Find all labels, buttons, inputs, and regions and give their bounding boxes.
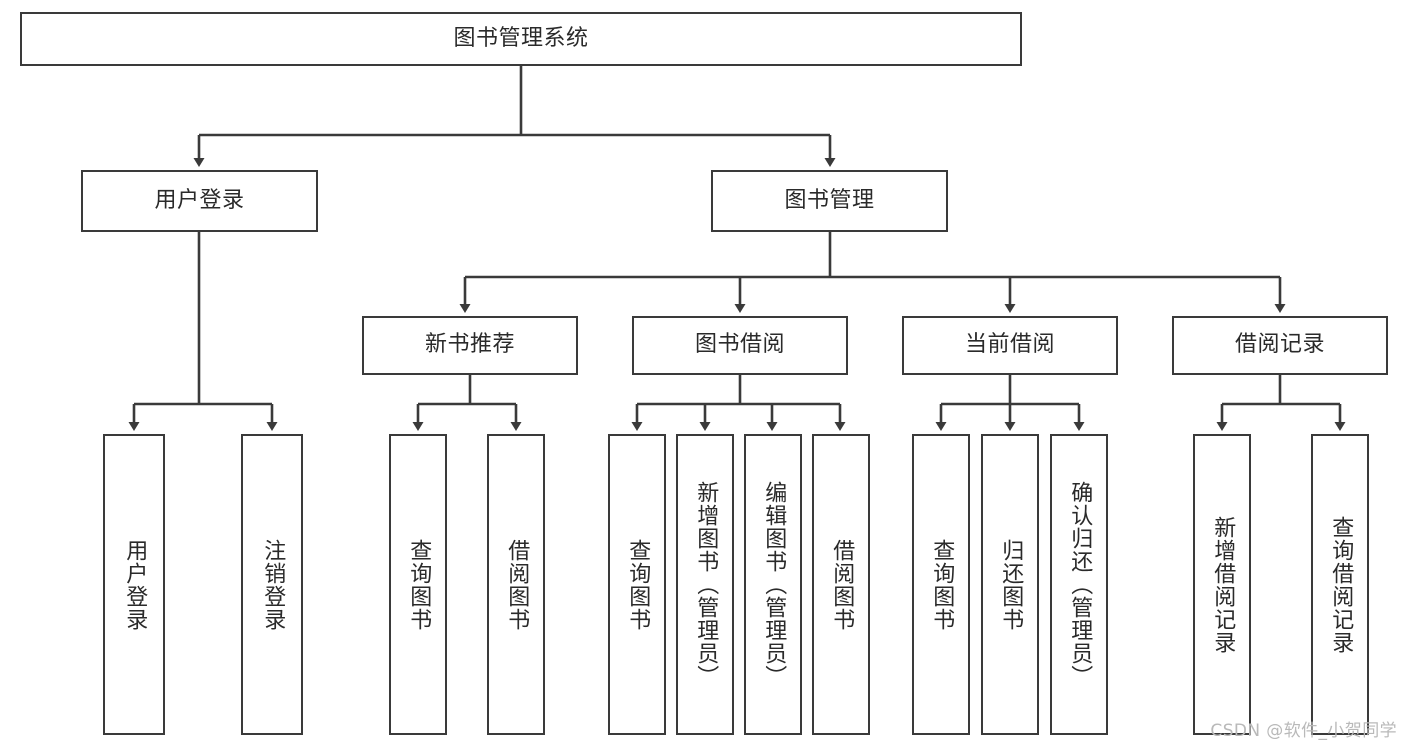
node-leaf-confirm-return-label: 确认归还（管理员） [1067,481,1093,688]
node-root-system[interactable]: 图书管理系统 [20,12,1022,66]
node-leaf-borrow-book-2[interactable]: 借阅图书 [812,434,870,735]
node-borrow-record[interactable]: 借阅记录 [1172,316,1388,375]
node-book-borrow-label: 图书借阅 [694,332,785,358]
node-leaf-query-record[interactable]: 查询借阅记录 [1311,434,1369,735]
node-leaf-user-login[interactable]: 用户登录 [103,434,165,735]
node-leaf-return-book[interactable]: 归还图书 [981,434,1039,735]
node-current-borrow[interactable]: 当前借阅 [902,316,1118,375]
node-leaf-confirm-return[interactable]: 确认归还（管理员） [1050,434,1108,735]
node-leaf-query-book-1[interactable]: 查询图书 [389,434,447,735]
node-new-book-recommend[interactable]: 新书推荐 [362,316,578,375]
node-book-borrow[interactable]: 图书借阅 [632,316,848,375]
node-leaf-add-book[interactable]: 新增图书（管理员） [676,434,734,735]
csdn-watermark: CSDN @软件_小贺同学 [1210,721,1397,741]
node-borrow-record-label: 借阅记录 [1234,332,1325,358]
node-leaf-query-book-3[interactable]: 查询图书 [912,434,970,735]
node-leaf-add-record-label: 新增借阅记录 [1210,515,1236,654]
node-leaf-query-record-label: 查询借阅记录 [1328,515,1354,654]
node-leaf-user-login-label: 用户登录 [122,538,148,631]
node-root-system-label: 图书管理系统 [453,25,589,51]
node-leaf-borrow-book-1-label: 借阅图书 [504,538,530,631]
node-leaf-edit-book[interactable]: 编辑图书（管理员） [744,434,802,735]
node-leaf-logout-login[interactable]: 注销登录 [241,434,303,735]
node-leaf-borrow-book-2-label: 借阅图书 [829,538,855,631]
node-leaf-return-book-label: 归还图书 [998,538,1024,631]
node-user-login[interactable]: 用户登录 [81,170,318,232]
node-leaf-edit-book-label: 编辑图书（管理员） [761,481,787,688]
node-leaf-query-book-3-label: 查询图书 [929,538,955,631]
node-leaf-query-book-2[interactable]: 查询图书 [608,434,666,735]
node-book-manage[interactable]: 图书管理 [711,170,948,232]
node-new-book-recommend-label: 新书推荐 [424,332,515,358]
node-leaf-query-book-2-label: 查询图书 [625,538,651,631]
node-user-login-label: 用户登录 [154,187,245,213]
node-book-manage-label: 图书管理 [784,187,875,213]
node-leaf-logout-login-label: 注销登录 [260,538,286,631]
node-leaf-add-book-label: 新增图书（管理员） [693,481,719,688]
node-current-borrow-label: 当前借阅 [964,332,1055,358]
node-leaf-query-book-1-label: 查询图书 [406,538,432,631]
node-leaf-borrow-book-1[interactable]: 借阅图书 [487,434,545,735]
node-leaf-add-record[interactable]: 新增借阅记录 [1193,434,1251,735]
